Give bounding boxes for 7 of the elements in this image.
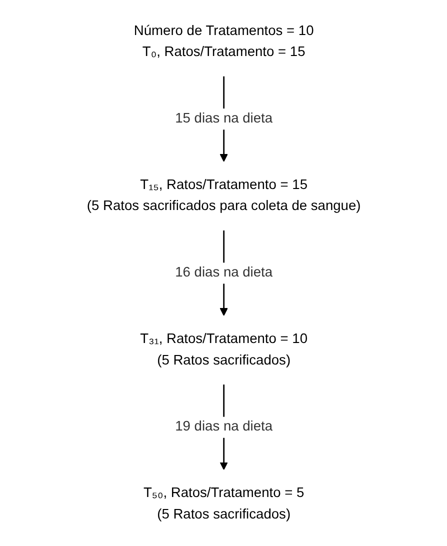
node-text: T₅₀, Ratos/Tratamento = 5 (5 Ratos sacrificados) bbox=[143, 485, 304, 522]
edge-label: 19 dias na dieta bbox=[174, 418, 272, 434]
edge-label: 15 dias na dieta bbox=[174, 110, 272, 126]
node-text: T₃₁, Ratos/Tratamento = 10 (5 Ratos sacrificados) bbox=[140, 331, 308, 368]
edge-label: 16 dias na dieta bbox=[174, 264, 272, 280]
node-text: T₁₅, Ratos/Tratamento = 15 (5 Ratos sacrificados para coleta de sangue) bbox=[86, 177, 360, 214]
node-text: Número de Tratamentos = 10 T₀, Ratos/Tratamento = 15 bbox=[134, 23, 314, 60]
